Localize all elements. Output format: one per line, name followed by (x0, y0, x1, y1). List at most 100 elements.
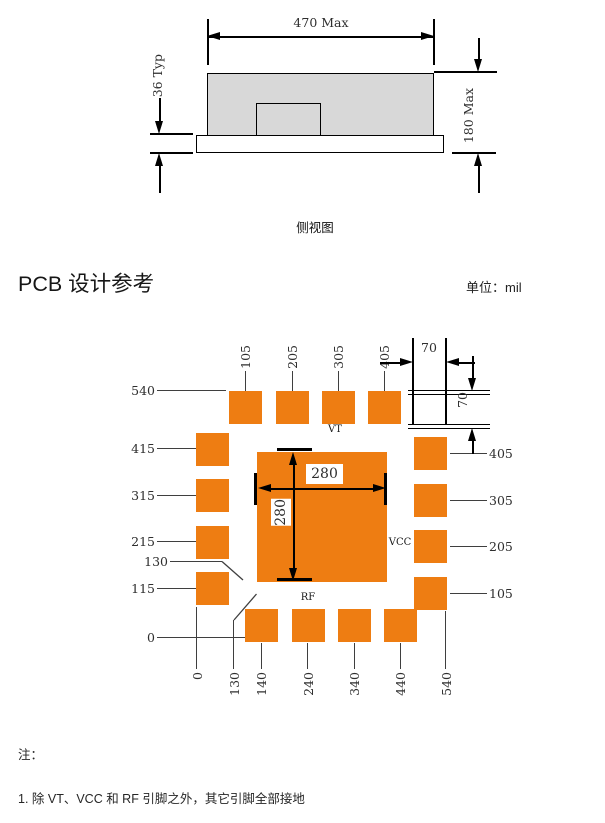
coord-label-top-4: 405 (377, 345, 392, 369)
dim-line (159, 98, 161, 122)
coord-label-left-315: 315 (131, 488, 155, 503)
pad-top-3 (322, 391, 355, 424)
unit-label: 单位：mil (466, 280, 522, 295)
leader-line (450, 500, 487, 502)
leader-line (261, 643, 263, 669)
center-height-dim-label: 280 (271, 499, 291, 526)
dim-tick (277, 448, 312, 451)
dim-extension-line (408, 424, 490, 426)
center-width-dim-label: 280 (306, 464, 343, 484)
pad-bottom-2 (292, 609, 325, 642)
pad-left-2 (196, 479, 229, 512)
arrowhead-up (468, 428, 476, 441)
arrowhead-down (155, 121, 163, 134)
leader-line (384, 371, 386, 391)
leader-line (445, 611, 447, 669)
pad-width-dim-label: 70 (421, 340, 437, 355)
side-view-caption: 侧视图 (296, 221, 334, 235)
note-item-1: 1. 除 VT、VCC 和 RF 引脚之外，其它引脚全部接地 (18, 792, 305, 806)
dim-extension-line (408, 427, 490, 429)
leader-line (157, 448, 196, 450)
coord-label-left-130: 130 (144, 554, 168, 569)
coord-label-right-105: 105 (489, 586, 513, 601)
pad-bottom-1 (245, 609, 278, 642)
dim-tick (254, 473, 257, 505)
coord-label-left-0: 0 (147, 630, 155, 645)
pad-top-2 (276, 391, 309, 424)
pad-right-1 (414, 437, 447, 470)
arrowhead-up (474, 153, 482, 166)
leader-line (157, 637, 245, 639)
arrowhead-right (400, 358, 413, 366)
coord-label-bottom-340: 340 (347, 672, 362, 696)
coord-label-right-405: 405 (489, 446, 513, 461)
leader-line (196, 607, 198, 669)
dim-line (270, 488, 373, 490)
coord-label-bottom-140: 140 (254, 672, 269, 696)
dim-extension-line (433, 19, 435, 65)
dim-extension-line (408, 390, 490, 392)
coord-label-right-205: 205 (489, 539, 513, 554)
dim-line (478, 165, 480, 193)
dim-line (472, 440, 474, 454)
arrowhead-down (474, 59, 482, 72)
coord-label-left-540: 540 (131, 383, 155, 398)
dim-line (478, 38, 480, 59)
dim-line (159, 165, 161, 193)
dim-extension-line (207, 19, 209, 65)
dim-extension-line (452, 152, 496, 154)
pin-label-vcc: VCC (388, 537, 412, 548)
leader-line (157, 541, 196, 543)
pin-label-rf: RF (300, 592, 316, 603)
package-base-plate (196, 135, 444, 153)
dim-extension-line (150, 152, 193, 154)
coord-label-left-115: 115 (131, 581, 155, 596)
pcb-section-title: PCB 设计参考 (18, 272, 155, 296)
dim-extension-line (412, 338, 414, 424)
dim-extension-line (150, 133, 193, 135)
arrowhead-up (289, 452, 297, 465)
leader-line (292, 371, 294, 391)
leader-line (157, 588, 196, 590)
notes-heading: 注： (18, 748, 44, 762)
package-inner-block (256, 103, 321, 136)
dim-line (472, 356, 474, 378)
arrowhead-left (446, 358, 459, 366)
coord-label-left-215: 215 (131, 534, 155, 549)
coord-label-bottom-240: 240 (301, 672, 316, 696)
dim-extension-line (408, 393, 490, 395)
height-dim-label: 180 Max (461, 88, 476, 144)
pad-top-1 (229, 391, 262, 424)
dim-line (380, 362, 401, 364)
pad-bottom-3 (338, 609, 371, 642)
coord-label-bottom-540: 540 (439, 672, 454, 696)
pad-right-2 (414, 484, 447, 517)
pad-right-4 (414, 577, 447, 610)
pad-bottom-4 (384, 609, 417, 642)
coord-label-top-3: 305 (331, 345, 346, 369)
coord-label-top-2: 205 (285, 345, 300, 369)
leader-line (450, 593, 487, 595)
dim-line (459, 362, 475, 364)
coord-label-right-305: 305 (489, 493, 513, 508)
arrowhead-left (258, 484, 271, 492)
arrowhead-up (155, 153, 163, 166)
leader-line (354, 643, 356, 669)
leader-line (450, 546, 487, 548)
pad-top-4 (368, 391, 401, 424)
coord-label-bottom-0: 0 (190, 672, 205, 680)
arrowhead-right (373, 484, 386, 492)
arrowhead-left (207, 32, 220, 40)
leader-line (338, 371, 340, 391)
side-width-dim-label: 470 Max (293, 15, 349, 30)
base-thickness-dim-label: 36 Typ (150, 54, 165, 98)
leader-line (307, 643, 309, 669)
dim-extension-line (434, 71, 497, 73)
arrowhead-down (289, 568, 297, 581)
pad-right-3 (414, 530, 447, 563)
leader-line (170, 561, 222, 563)
leader-line (233, 620, 235, 669)
arrowhead-right (421, 32, 434, 40)
leader-line (400, 643, 402, 669)
